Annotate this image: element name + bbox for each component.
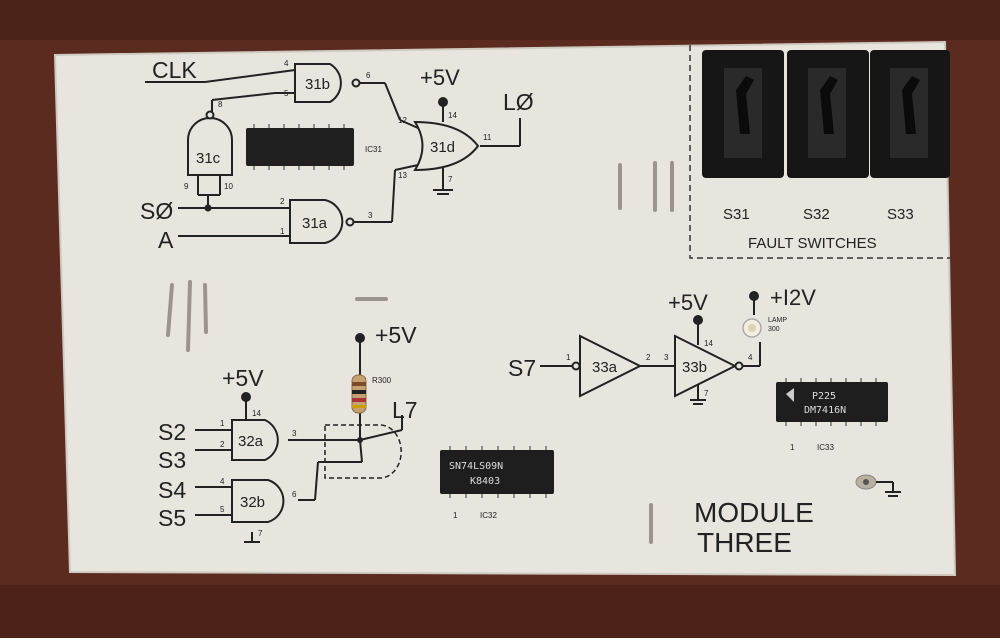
gate-31a-label: 31a [302, 215, 328, 232]
lamp-300 [742, 318, 762, 338]
pin-label: 5 [284, 89, 289, 98]
gate-33b-label: 33b [682, 359, 707, 376]
signal-s5: S5 [158, 505, 186, 531]
pin-label: 4 [284, 59, 289, 68]
supply-5v-33b: +5V [668, 290, 708, 315]
ic31-label: IC31 [365, 145, 382, 154]
pin-label: 12 [398, 116, 407, 125]
module-label-line2: THREE [697, 527, 792, 558]
pin-label: 2 [646, 353, 651, 362]
pin-label: 1 [566, 353, 571, 362]
pin-label: 10 [224, 182, 233, 191]
pin-label: 4 [220, 477, 225, 486]
gate-31c-label: 31c [196, 150, 221, 167]
ic33-pin1: 1 [790, 443, 795, 452]
gate-33a-label: 33a [592, 359, 618, 376]
pin-label: 2 [280, 197, 285, 206]
signal-s3: S3 [158, 447, 186, 473]
gate-32a [231, 419, 279, 461]
fault-switches-label: FAULT SWITCHES [748, 235, 877, 252]
gate-32b [231, 479, 285, 523]
pin-label: 6 [366, 71, 371, 80]
ic32-label: IC32 [480, 511, 497, 520]
ic33-marking-2: DM7416N [804, 405, 846, 416]
ic31-chip [246, 124, 354, 170]
pin-label: 6 [292, 490, 297, 499]
pin-label: 11 [483, 133, 492, 142]
signal-s2: S2 [158, 419, 186, 445]
gate-31b-label: 31b [305, 76, 330, 93]
pin-label: 3 [292, 429, 297, 438]
pin-label: 2 [220, 440, 225, 449]
pin-label: 3 [664, 353, 669, 362]
ic32-chip [440, 446, 554, 498]
ic33-marking-1: P225 [812, 391, 836, 402]
lamp-label-1: LAMP [768, 317, 787, 324]
resistor-r300 [351, 374, 367, 414]
gate-31d-label: 31d [430, 139, 455, 156]
supply-5v-resistor: +5V [375, 322, 417, 348]
fault-switch-border [689, 45, 950, 259]
supply-5v-32a: +5V [222, 365, 264, 391]
switch-s33[interactable] [870, 50, 950, 178]
pin-label: 3 [368, 211, 373, 220]
supply-12v: +I2V [770, 285, 816, 310]
gate-31a [289, 199, 344, 244]
gate-32a-label: 32a [238, 433, 264, 450]
pin-label: 1 [220, 419, 225, 428]
switch-s32[interactable] [787, 50, 869, 178]
gate-33b [674, 334, 738, 398]
pin-label: 1 [280, 227, 285, 236]
ic32-marking-1: SN74LS09N [449, 461, 503, 472]
signal-s4: S4 [158, 477, 186, 503]
supply-5v-top: +5V [420, 65, 460, 90]
wiring-top [145, 69, 521, 237]
signal-clk: CLK [152, 57, 197, 83]
module-label-line1: MODULE [694, 497, 814, 528]
ground-terminal [855, 474, 901, 497]
pin-label: 14 [252, 409, 261, 418]
switch-label-s31: S31 [723, 206, 750, 223]
ic33-chip [776, 378, 888, 426]
signal-a: A [158, 227, 174, 253]
gate-31b [294, 63, 342, 103]
pin-label: 7 [704, 389, 709, 398]
resistor-label: R300 [372, 376, 392, 385]
pin-label: 4 [748, 353, 753, 362]
switch-label-s32: S32 [803, 206, 830, 223]
signal-l7: L7 [392, 397, 418, 423]
signal-s7: S7 [508, 355, 536, 381]
signal-l0: LØ [503, 89, 534, 115]
pin-label: 7 [448, 175, 453, 184]
pin-label: 14 [448, 111, 457, 120]
pin-label: 7 [258, 529, 263, 538]
gate-31d [413, 120, 480, 172]
lamp-label-2: 300 [768, 326, 780, 333]
pin-label: 14 [704, 339, 713, 348]
ic33-label: IC33 [817, 443, 834, 452]
pin-label: 9 [184, 182, 189, 191]
signal-s0: SØ [140, 198, 173, 224]
switch-label-s33: S33 [887, 206, 914, 223]
switch-s31[interactable] [702, 50, 784, 178]
pin-label: 8 [218, 100, 223, 109]
pin-label: 5 [220, 505, 225, 514]
ic32-pin1: 1 [453, 511, 458, 520]
pin-label: 13 [398, 171, 407, 180]
ic32-marking-2: K8403 [470, 476, 500, 487]
test-pins [166, 161, 674, 544]
gate-32b-label: 32b [240, 494, 265, 511]
